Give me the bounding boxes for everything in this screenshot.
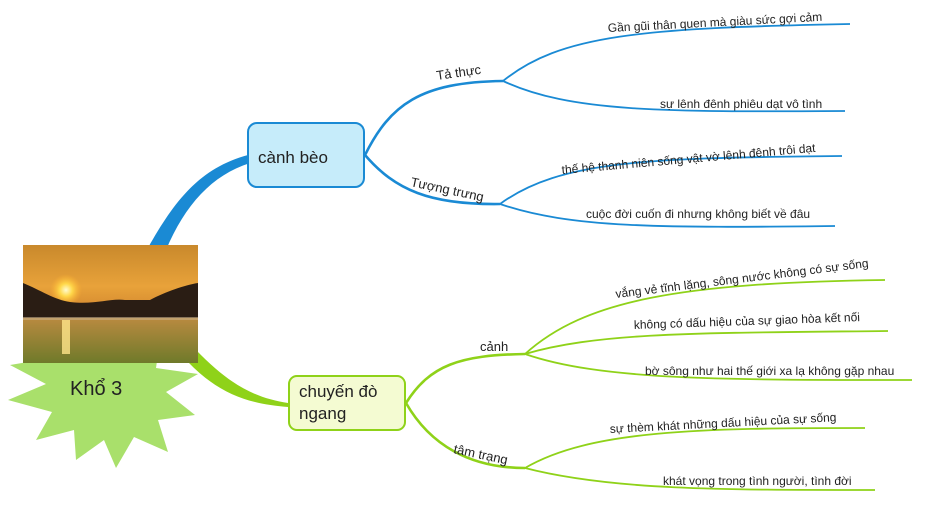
- sunset-image: [23, 245, 198, 363]
- leaf-text: cuộc đời cuốn đi nhưng không biết về đâu: [586, 207, 810, 221]
- leaf-text: thế hệ thanh niên sống vật vờ lênh đênh …: [561, 141, 817, 177]
- branch-node-chuyen-do-ngang[interactable]: chuyến đò ngang: [288, 375, 406, 431]
- leaf-text: Gần gũi thân quen mà giàu sức gợi cảm: [607, 10, 822, 35]
- leaf-text: vắng vẻ tĩnh lặng, sông nước không có sự…: [615, 255, 870, 301]
- trunk-green: [188, 350, 288, 407]
- blue-branches: [363, 23, 851, 228]
- branch-label-line: ngang: [299, 404, 347, 423]
- trunk-blue: [148, 155, 250, 250]
- branch-node-canh-beo[interactable]: cành bèo: [247, 122, 365, 188]
- leaf-text: sự lênh đênh phiêu dạt vô tình: [660, 97, 822, 111]
- green-branches: [404, 279, 913, 491]
- central-star: [8, 330, 198, 468]
- central-topic-label[interactable]: Khổ 3: [70, 378, 123, 400]
- leaf-text: không có dấu hiệu của sự giao hòa kết nố…: [634, 310, 861, 332]
- label-ta-thuc: Tả thực: [435, 62, 482, 83]
- branch-label: cành bèo: [258, 148, 328, 167]
- label-canh: cảnh: [480, 339, 508, 354]
- leaf-text: sự thèm khát những dấu hiệu của sự sống: [609, 410, 836, 436]
- leaf-text: khát vọng trong tình người, tình đời: [663, 474, 852, 488]
- branch-label-line: chuyến đò: [299, 382, 378, 401]
- leaf-text: bờ sông như hai thế giới xa lạ không gặp…: [645, 364, 894, 378]
